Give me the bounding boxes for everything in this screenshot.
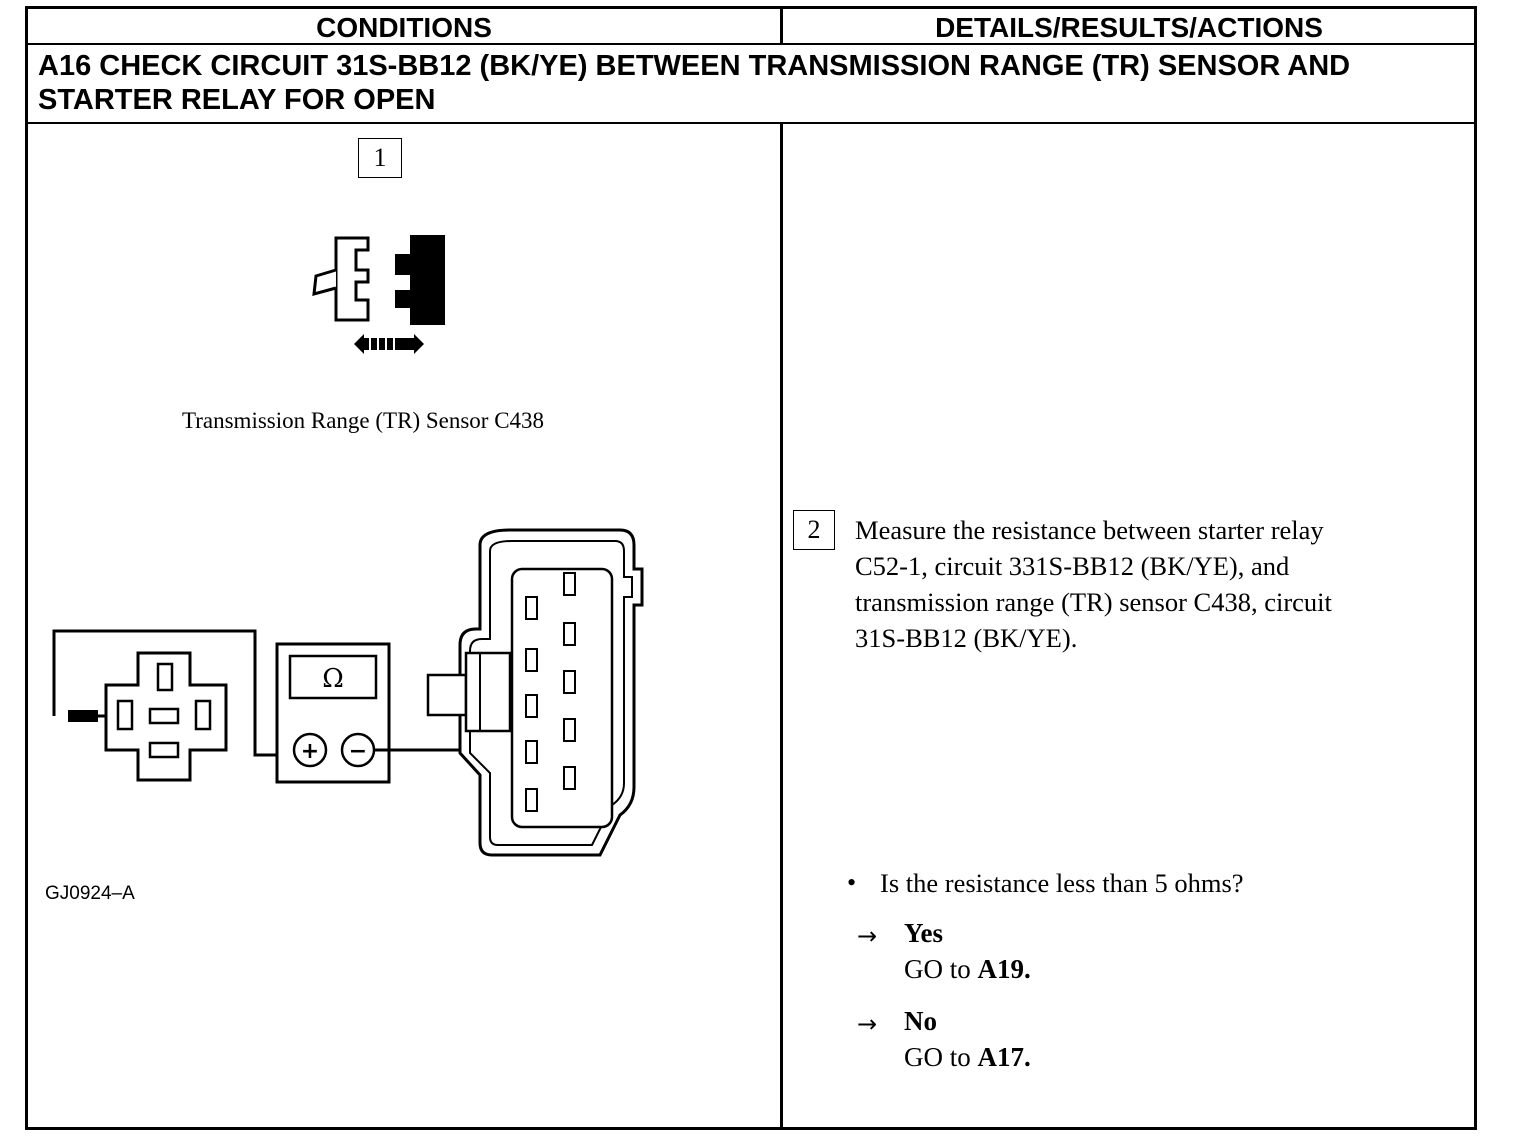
diagnostic-table: CONDITIONS DETAILS/RESULTS/ACTIONS A16 C… [25,6,1477,1130]
header-divider [28,43,1474,45]
no-goto: GO to A17. [904,1042,1031,1073]
yes-answer: Yes [904,918,943,948]
relay-probe [68,710,98,722]
step-title-line-1: A16 CHECK CIRCUIT 31S-BB12 (BK/YE) BETWE… [38,50,1351,82]
ohmmeter-display [288,654,378,700]
plus-symbol: + [301,739,319,764]
positive-terminal [292,732,328,768]
question-bullet: • [847,868,857,897]
instruction-line-3: transmission range (TR) sensor C438, cir… [855,587,1332,617]
step-title-line-2: STARTER RELAY FOR OPEN [38,84,436,116]
yes-goto-target[interactable]: A19. [977,954,1031,984]
no-arrow-icon: → [857,1010,878,1038]
step-1-box: 1 [358,138,402,178]
yes-arrow-icon: → [857,922,878,950]
details-header: DETAILS/RESULTS/ACTIONS [935,12,1323,43]
resistance-question: Is the resistance less than 5 ohms? [880,868,1244,898]
ohm-symbol: Ω [322,664,344,694]
minus-symbol: − [349,739,367,764]
connector-caption: Transmission Range (TR) Sensor C438 [182,408,545,433]
no-answer: No [904,1006,937,1036]
disconnect-connector-icon [312,235,445,354]
column-divider [780,123,783,1127]
yes-goto-prefix: GO to [904,954,971,984]
title-divider [28,122,1474,124]
conditions-header: CONDITIONS [316,12,492,43]
figure-id: GJ0924–A [45,883,135,904]
measure-instruction: Measure the resistance between starter r… [855,512,1415,656]
header-column-divider [780,9,783,45]
no-goto-target[interactable]: A17. [977,1042,1031,1072]
no-goto-prefix: GO to [904,1042,971,1072]
instruction-line-4: 31S-BB12 (BK/YE). [855,623,1078,653]
instruction-line-2: C52-1, circuit 331S-BB12 (BK/YE), and [855,551,1290,581]
resistance-test-diagram: Ω + − [52,528,644,857]
step-2-box: 2 [793,510,835,550]
yes-goto: GO to A19. [904,954,1031,985]
instruction-line-1: Measure the resistance between starter r… [855,515,1324,545]
step-title: A16 CHECK CIRCUIT 31S-BB12 (BK/YE) BETWE… [38,49,1458,117]
